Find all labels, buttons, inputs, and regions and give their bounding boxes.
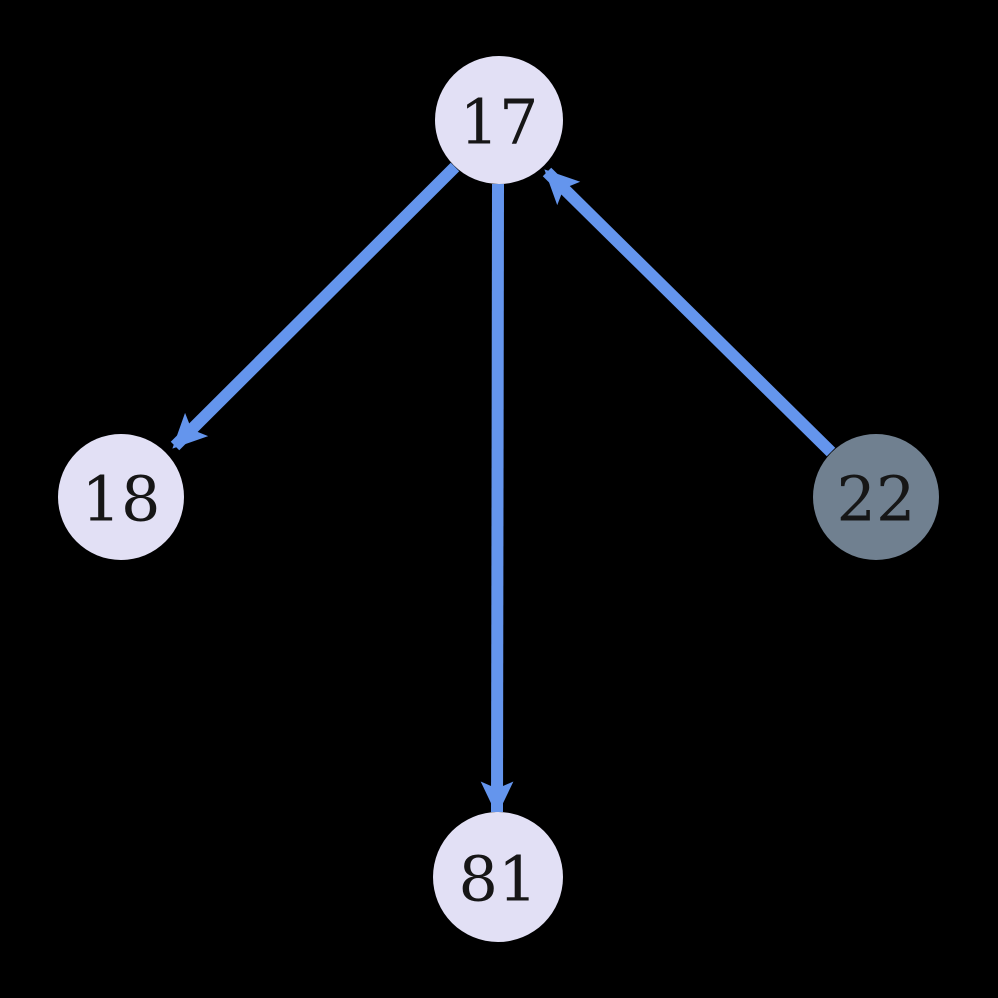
node-17[interactable]: 17 bbox=[435, 56, 563, 184]
edge-17-to-81[interactable] bbox=[480, 183, 514, 816]
node-18-circle[interactable] bbox=[58, 434, 184, 560]
edge-22-to-17[interactable] bbox=[542, 167, 836, 457]
edge-17-to-18[interactable] bbox=[170, 162, 460, 451]
node-layer: 17 18 22 81 bbox=[58, 56, 939, 942]
node-81-label: 81 bbox=[459, 843, 538, 916]
node-18-label: 18 bbox=[82, 463, 161, 536]
node-22-circle[interactable] bbox=[813, 434, 939, 560]
node-81[interactable]: 81 bbox=[433, 812, 563, 942]
node-81-circle[interactable] bbox=[433, 812, 563, 942]
node-22-label: 22 bbox=[837, 463, 916, 536]
node-22[interactable]: 22 bbox=[813, 434, 939, 560]
node-18[interactable]: 18 bbox=[58, 434, 184, 560]
edge-layer bbox=[170, 162, 836, 816]
node-17-circle[interactable] bbox=[435, 56, 563, 184]
node-17-label: 17 bbox=[460, 86, 539, 159]
